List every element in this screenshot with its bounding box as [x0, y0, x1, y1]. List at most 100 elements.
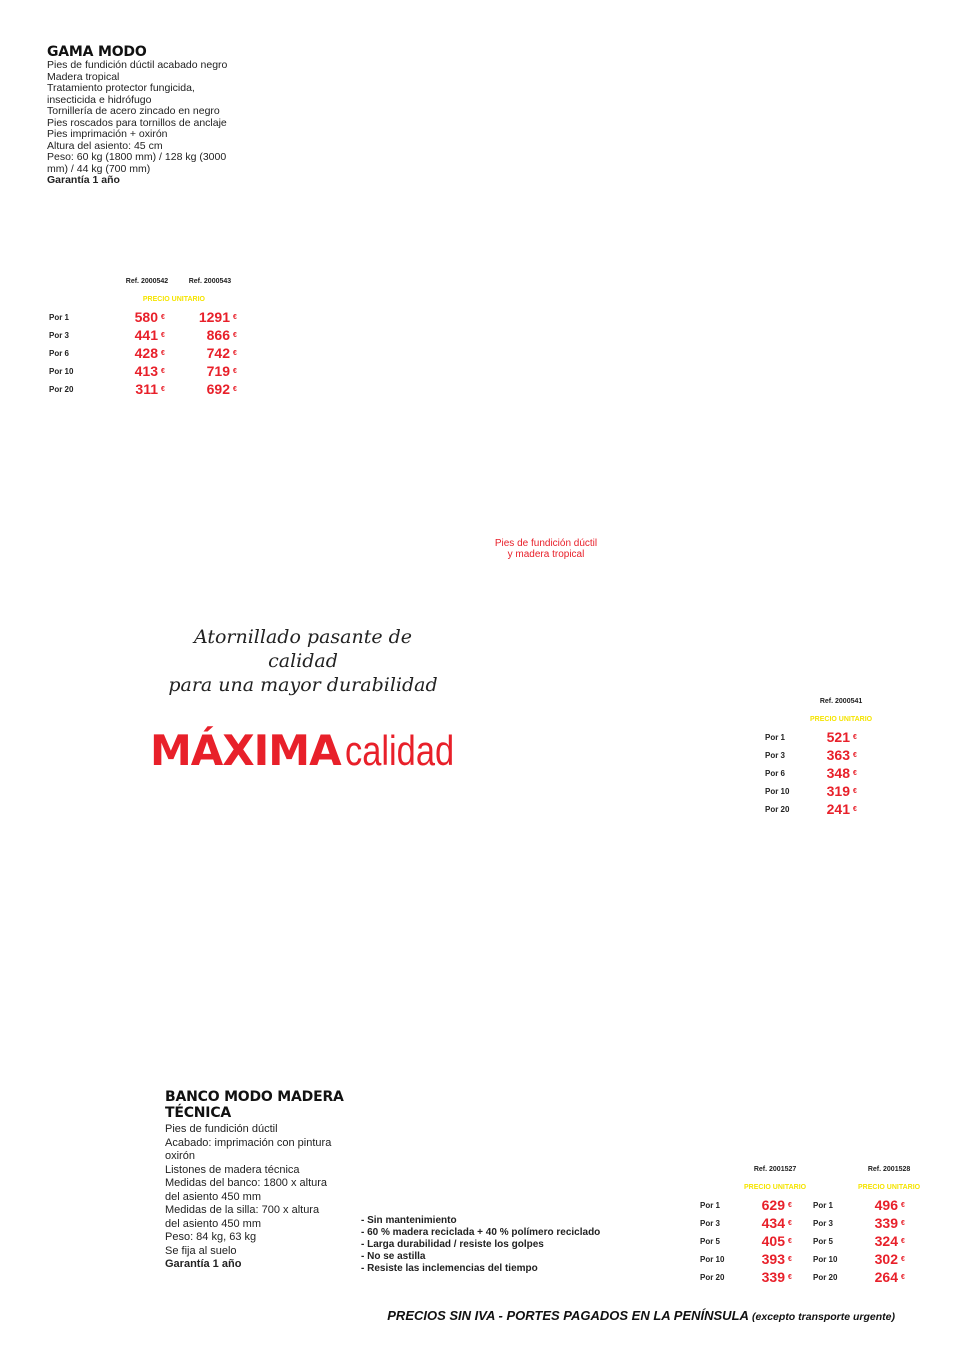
spec-line: mm) / 44 kg (700 mm)	[47, 162, 151, 175]
table-row: Por 3 441 € 866 €	[49, 326, 237, 344]
price-value: 339	[761, 1269, 785, 1285]
quantity-label: Por 20	[765, 804, 790, 814]
quantity-label: Por 3	[813, 1218, 834, 1228]
quantity-label: Por 3	[700, 1218, 721, 1228]
price-value: 692	[206, 381, 230, 397]
banco-description: Pies de fundición dúctil Acabado: imprim…	[165, 1123, 355, 1272]
feature-item: - Resiste las inclemencias del tiempo	[361, 1263, 538, 1274]
warranty-text: Garantía 1 año	[165, 1258, 242, 1270]
banco-features: - Sin mantenimiento - 60 % madera recicl…	[361, 1215, 631, 1275]
footer-main: PRECIOS SIN IVA - PORTES PAGADOS EN LA P…	[387, 1308, 749, 1323]
price-value: 413	[134, 363, 158, 379]
price-value: 719	[206, 363, 230, 379]
euro-symbol: €	[788, 1273, 792, 1281]
price-table-2000541: Ref. 2000541 PRECIO UNITARIO Por 1 521 €…	[765, 692, 872, 818]
euro-symbol: €	[901, 1237, 905, 1245]
warranty-text: Garantía 1 año	[47, 174, 120, 186]
euro-symbol: €	[853, 805, 857, 813]
price-value: 441	[134, 327, 158, 343]
table-row: Por 5 405 €	[700, 1232, 806, 1250]
spec-line: del asiento 450 mm	[165, 1217, 261, 1230]
table-row: Por 10 393 €	[700, 1250, 806, 1268]
euro-symbol: €	[901, 1255, 905, 1263]
euro-symbol: €	[233, 313, 237, 321]
unit-price-label: PRECIO UNITARIO	[744, 1183, 807, 1191]
spec-line: Pies de fundición dúctil acabado negro	[47, 59, 228, 71]
headline-light: calidad	[345, 727, 455, 774]
quantity-label: Por 5	[700, 1236, 721, 1246]
price-value: 434	[761, 1215, 785, 1231]
feature-item: - Larga durabilidad / resiste los golpes	[361, 1239, 544, 1250]
price-value: 324	[874, 1233, 898, 1249]
headline: MÁXIMA calidad	[150, 726, 478, 775]
banco-title-line: BANCO MODO MADERA	[165, 1089, 344, 1105]
table-row: Por 6 428 € 742 €	[49, 344, 237, 362]
euro-symbol: €	[233, 331, 237, 339]
price-table-2001528: Ref. 2001528 PRECIO UNITARIO Por 1 496 €…	[813, 1160, 920, 1286]
price-value: 363	[826, 747, 850, 763]
table-row: Por 5 324 €	[813, 1232, 920, 1250]
price-value: 629	[761, 1197, 785, 1213]
price-value: 264	[874, 1269, 898, 1285]
spec-line: Medidas de la silla: 700 x altura	[165, 1204, 320, 1216]
spec-line: Acabado: imprimación con pintura	[165, 1136, 332, 1149]
price-value: 302	[874, 1251, 898, 1267]
euro-symbol: €	[788, 1201, 792, 1209]
note-line: y madera tropical	[507, 549, 585, 560]
euro-symbol: €	[233, 349, 237, 357]
euro-symbol: €	[161, 331, 165, 339]
headline-bold: MÁXIMA	[150, 726, 342, 775]
slogan-line: Atornillado pasante de calidad	[193, 626, 413, 672]
gama-modo-section: GAMA MODO Pies de fundición dúctil acaba…	[47, 44, 277, 187]
spec-line: Pies imprimación + oxirón	[47, 128, 168, 140]
table-row: Por 1 496 €	[813, 1196, 920, 1214]
spec-line: Tornillería de acero zincado en negro	[47, 105, 220, 117]
euro-symbol: €	[161, 313, 165, 321]
table-row: Por 20 339 €	[700, 1268, 806, 1286]
euro-symbol: €	[788, 1237, 792, 1245]
feature-item: - Sin mantenimiento	[361, 1215, 457, 1226]
note-line: Pies de fundición dúctil	[494, 538, 598, 549]
price-value: 339	[874, 1215, 898, 1231]
spec-line: Listones de madera técnica	[165, 1163, 300, 1176]
spec-line: insecticida e hidrófugo	[47, 93, 152, 106]
ref-label: Ref. 2000543	[188, 277, 232, 285]
quantity-label: Por 10	[813, 1254, 838, 1264]
ref-label: Ref. 2000542	[125, 277, 169, 285]
price-value: 496	[874, 1197, 898, 1213]
slogan-line: para una mayor durabilidad	[168, 674, 438, 696]
spec-line: Peso: 84 kg, 63 kg	[165, 1231, 257, 1243]
quantity-label: Por 1	[765, 732, 786, 742]
quantity-label: Por 1	[700, 1200, 721, 1210]
price-value: 405	[761, 1233, 785, 1249]
price-value: 393	[761, 1251, 785, 1267]
quantity-label: Por 6	[49, 348, 70, 358]
quantity-label: Por 3	[765, 750, 786, 760]
euro-symbol: €	[788, 1255, 792, 1263]
euro-symbol: €	[233, 367, 237, 375]
euro-symbol: €	[788, 1219, 792, 1227]
table-row: Por 10 413 € 719 €	[49, 362, 237, 380]
table-row: Por 3 434 €	[700, 1214, 806, 1232]
spec-line: Pies de fundición dúctil	[165, 1123, 278, 1135]
quantity-label: Por 10	[765, 786, 790, 796]
price-value: 742	[206, 345, 230, 361]
unit-price-label: PRECIO UNITARIO	[142, 295, 205, 303]
euro-symbol: €	[853, 733, 857, 741]
quantity-label: Por 3	[49, 330, 70, 340]
durability-slogan: Atornillado pasante de calidad para una …	[168, 625, 438, 697]
table-row: Por 20 311 € 692 €	[49, 380, 237, 398]
table-row: Por 10 319 €	[765, 782, 872, 800]
banco-title-line: TÉCNICA	[165, 1105, 232, 1121]
price-table-2001527: Ref. 2001527 PRECIO UNITARIO Por 1 629 €…	[700, 1160, 806, 1286]
gama-modo-description: Pies de fundición dúctil acabado negro M…	[47, 59, 277, 187]
spec-line: Peso: 60 kg (1800 mm) / 128 kg (3000	[47, 151, 227, 163]
euro-symbol: €	[853, 751, 857, 759]
spec-line: Altura del asiento: 45 cm	[47, 139, 163, 152]
ref-label: Ref. 2001528	[867, 1165, 911, 1173]
banco-modo-section: BANCO MODO MADERA TÉCNICA Pies de fundic…	[165, 1089, 355, 1272]
price-value: 428	[134, 345, 158, 361]
quantity-label: Por 10	[700, 1254, 725, 1264]
quantity-label: Por 10	[49, 366, 74, 376]
spec-line: Se fija al suelo	[165, 1244, 237, 1257]
